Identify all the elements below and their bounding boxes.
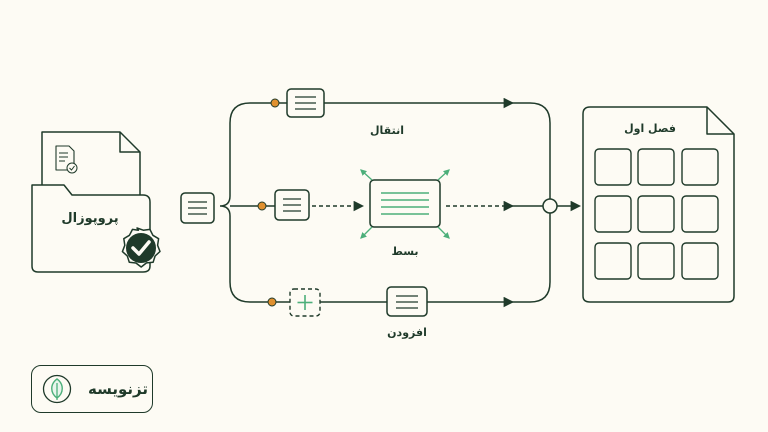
bottom-path-dot bbox=[267, 297, 277, 307]
grid-cell bbox=[681, 242, 719, 280]
proposal-folder-icon bbox=[31, 184, 151, 273]
folder-label: پروپوزال bbox=[61, 211, 118, 226]
grid-cell bbox=[594, 242, 632, 280]
grid-cell bbox=[594, 195, 632, 233]
top-path-dot bbox=[270, 98, 280, 108]
grid-cell bbox=[681, 195, 719, 233]
chapter-grid bbox=[594, 148, 719, 280]
expanded-card bbox=[369, 179, 441, 228]
expand-arrows-icon bbox=[360, 169, 450, 239]
grid-cell bbox=[681, 148, 719, 186]
expand-label: بسط bbox=[391, 245, 418, 258]
grid-cell bbox=[637, 195, 675, 233]
add-placeholder-icon bbox=[289, 288, 321, 317]
add-label: افزودن bbox=[387, 326, 427, 339]
split-brace bbox=[219, 102, 251, 303]
expand-source-card bbox=[274, 189, 310, 221]
grid-cell bbox=[637, 148, 675, 186]
chapter-label: فصل اول bbox=[624, 122, 676, 135]
grid-cell bbox=[637, 242, 675, 280]
chapter-document bbox=[582, 106, 735, 303]
small-document-check-icon bbox=[55, 145, 78, 174]
move-card bbox=[286, 88, 325, 118]
merge-node bbox=[542, 198, 558, 214]
check-badge-icon bbox=[121, 227, 161, 268]
move-label: انتقال bbox=[370, 124, 404, 137]
source-card bbox=[180, 192, 215, 224]
add-card bbox=[386, 286, 428, 317]
middle-path-dot bbox=[257, 201, 267, 211]
grid-cell bbox=[594, 148, 632, 186]
brand-logo: تزنویسه bbox=[31, 365, 153, 413]
brand-name: تزنویسه bbox=[88, 380, 148, 398]
leaf-icon bbox=[42, 374, 72, 404]
